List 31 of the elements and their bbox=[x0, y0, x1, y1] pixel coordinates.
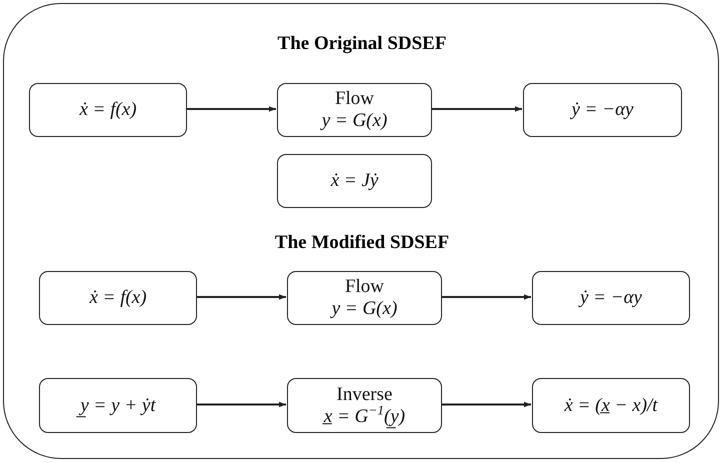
equation: ẋ = f(x) bbox=[89, 287, 147, 309]
equation: ẏ = −αy bbox=[572, 99, 634, 121]
arrow bbox=[431, 106, 522, 112]
equation-box bbox=[277, 154, 432, 208]
equation-box bbox=[277, 83, 432, 137]
arrow bbox=[441, 402, 531, 408]
section-heading: The Original SDSEF bbox=[278, 33, 446, 55]
equation: ẏ = −αy bbox=[580, 287, 642, 309]
arrow bbox=[441, 294, 531, 300]
equation: ẋ = f(x) bbox=[79, 99, 137, 121]
box-heading: Flow bbox=[344, 276, 384, 298]
equation-box bbox=[39, 271, 197, 325]
equation: y = G(x) bbox=[322, 110, 388, 132]
equation: ẋ = (x̲ − x)/t bbox=[564, 394, 658, 416]
arrow bbox=[196, 402, 286, 408]
equation-box bbox=[29, 83, 187, 137]
equation: ẋ = Jẏ bbox=[330, 170, 378, 192]
equation-box bbox=[532, 378, 690, 433]
arrow bbox=[186, 106, 276, 112]
equation: x̲ = G$^{−1}$(y̲) bbox=[324, 406, 406, 428]
equation-box bbox=[287, 271, 442, 325]
equation-box bbox=[523, 83, 682, 137]
arrow bbox=[196, 294, 286, 300]
equation: y = G(x) bbox=[332, 298, 398, 320]
section-heading: The Modified SDSEF bbox=[274, 232, 450, 254]
frame-panel bbox=[3, 3, 719, 459]
equation-box bbox=[532, 271, 690, 325]
box-heading: Flow bbox=[334, 88, 374, 110]
box-heading: Inverse bbox=[336, 384, 392, 406]
equation-box bbox=[287, 378, 442, 433]
equation-box bbox=[39, 378, 197, 433]
